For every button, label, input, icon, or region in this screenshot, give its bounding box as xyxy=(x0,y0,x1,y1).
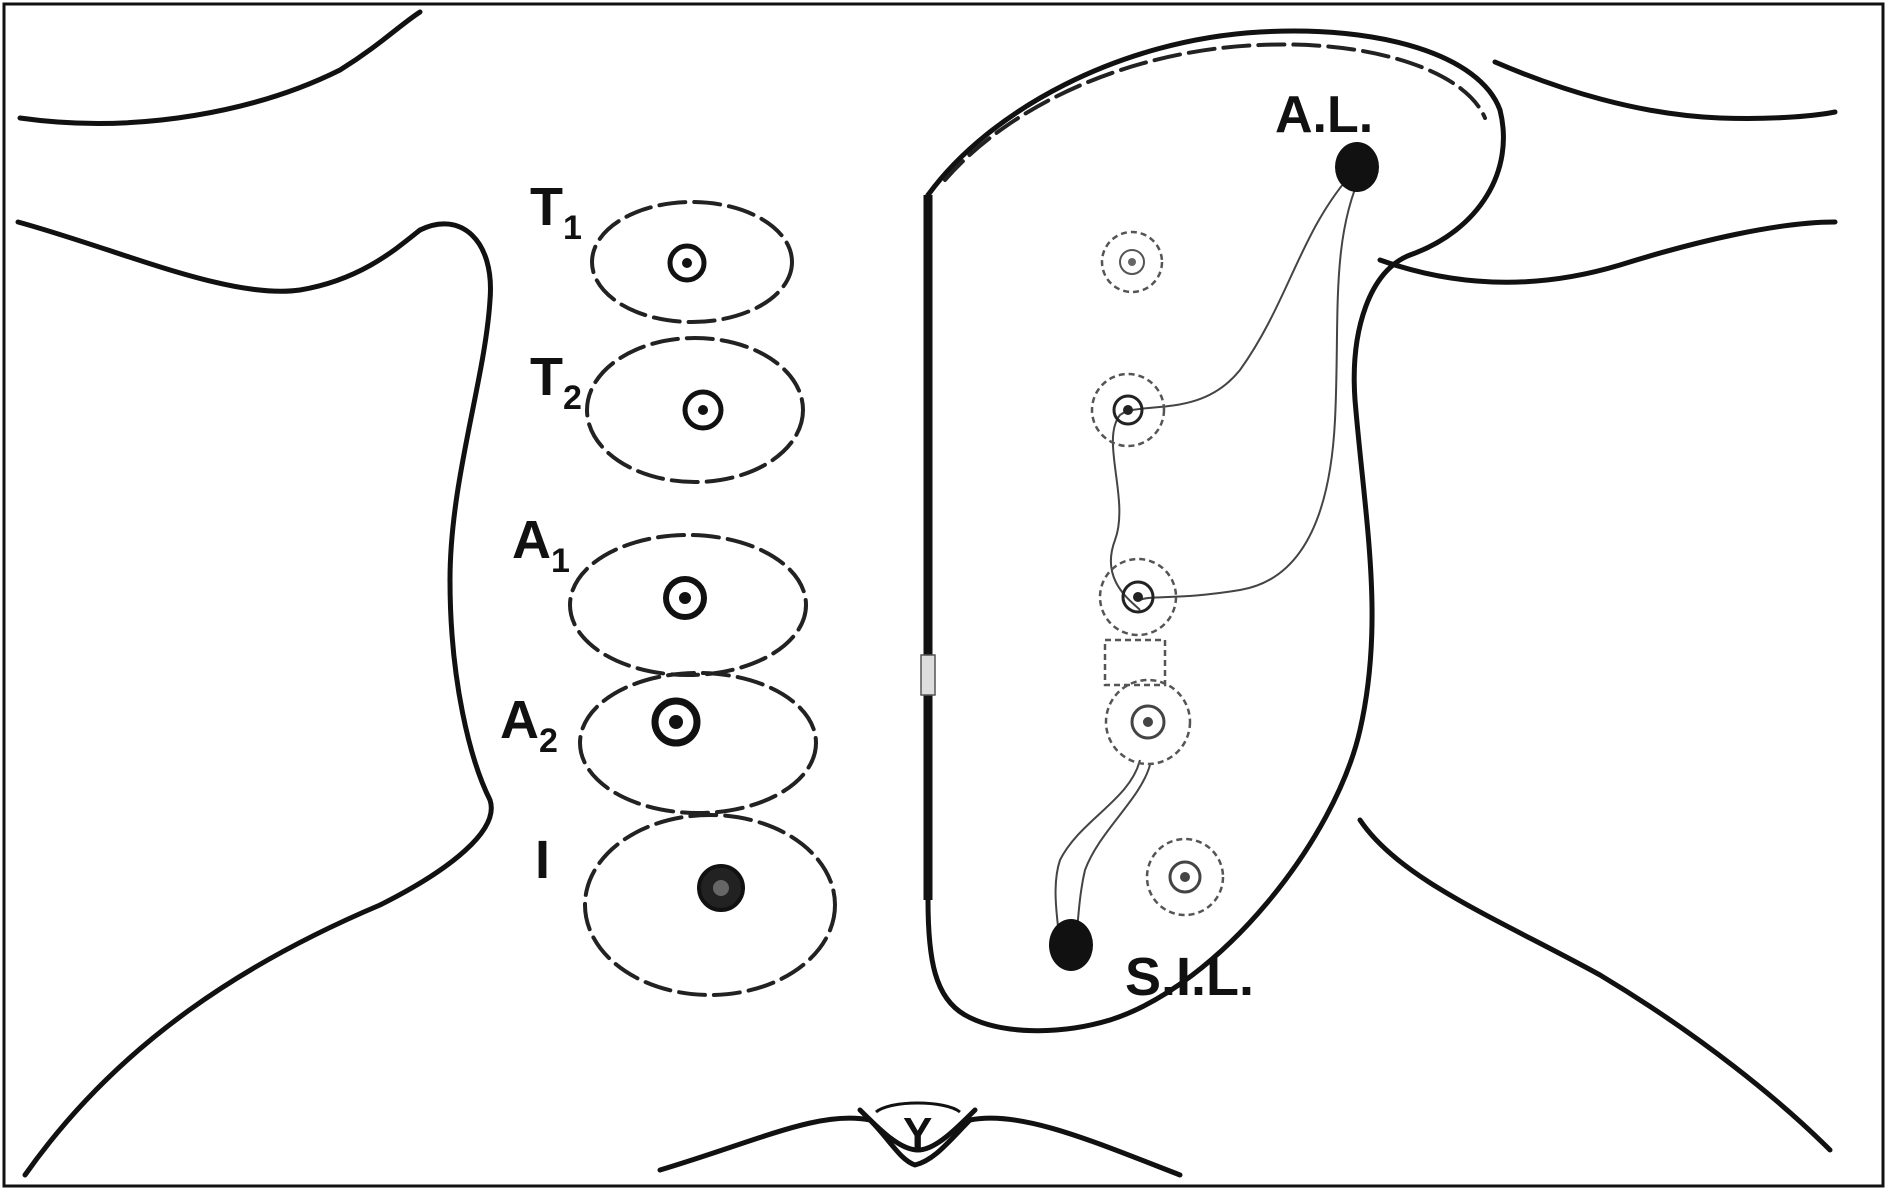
left-torso-outline xyxy=(25,224,491,1175)
abdominal-panel-dashed-edge xyxy=(945,44,1485,180)
abdominal-panel-outline xyxy=(928,31,1503,1031)
lymph-node-connector xyxy=(1105,640,1165,685)
label-sil: S.I.L. xyxy=(1125,947,1254,1007)
lymphatic-vessel-1 xyxy=(1111,170,1355,610)
label-a1: A1 xyxy=(512,510,570,580)
left-arm-upper-outline xyxy=(20,12,420,123)
lymph-node-1 xyxy=(1102,232,1162,292)
left-arm-lower-outline xyxy=(18,222,420,291)
lymphatic-vessel-2 xyxy=(1140,172,1362,600)
label-i: I xyxy=(535,830,550,890)
lymph-node-4 xyxy=(1106,680,1190,764)
label-al: A.L. xyxy=(1275,86,1373,144)
al-marker-dot xyxy=(1335,142,1379,192)
label-a2: A2 xyxy=(500,690,558,760)
stoma-site-t1 xyxy=(592,202,792,322)
label-t2: T2 xyxy=(530,347,582,417)
panel-bar-marker xyxy=(921,655,935,695)
label-t1: T1 xyxy=(530,177,582,247)
stoma-site-a2 xyxy=(580,673,816,813)
right-torso-outline xyxy=(1360,820,1830,1150)
stoma-site-i xyxy=(585,815,835,995)
lymph-node-2 xyxy=(1092,374,1164,446)
lymph-node-5 xyxy=(1147,839,1223,915)
sil-marker-dot xyxy=(1049,919,1093,971)
stoma-site-a1 xyxy=(570,535,806,675)
right-arm-lower-outline xyxy=(1380,222,1835,282)
stoma-site-t2 xyxy=(587,338,803,482)
navel-symbol: Y xyxy=(903,1109,932,1158)
right-arm-upper-outline xyxy=(1495,62,1835,118)
lymphatic-vessel-4 xyxy=(1075,765,1150,950)
